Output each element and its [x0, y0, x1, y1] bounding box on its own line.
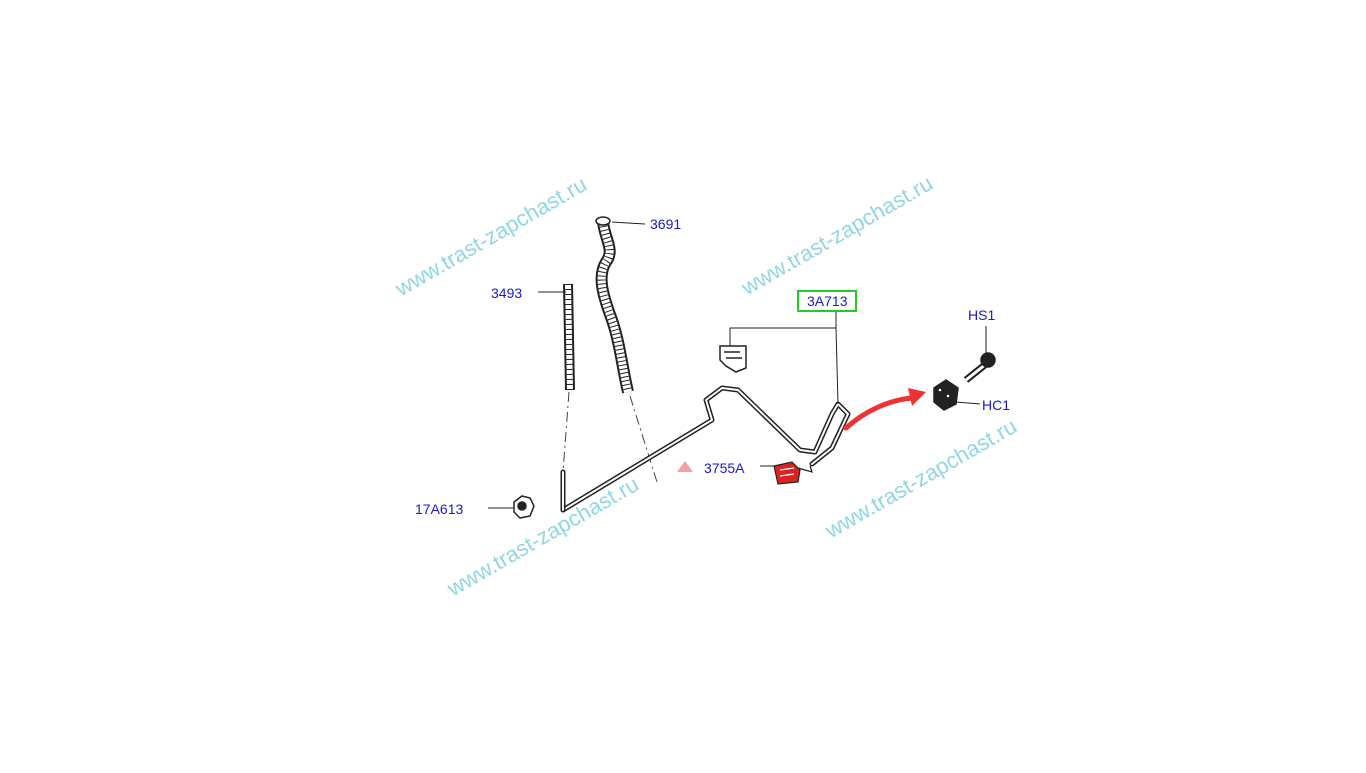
red-arrow-icon	[843, 388, 926, 431]
label-17A613[interactable]: 17A613	[415, 501, 464, 517]
label-3691[interactable]: 3691	[650, 216, 682, 232]
warning-triangle-icon	[677, 461, 693, 472]
tube-clip	[719, 345, 747, 373]
part-HS1-bolt	[963, 352, 996, 383]
leader-lines	[488, 221, 987, 509]
label-3755A[interactable]: 3755A	[704, 460, 745, 476]
part-3493-hose	[563, 283, 575, 391]
part-3A713-tube	[560, 385, 851, 513]
label-3A713[interactable]: 3A713	[797, 290, 858, 312]
part-3691-hose	[595, 216, 634, 394]
part-17A613-clip	[513, 495, 535, 519]
label-HC1[interactable]: HC1	[982, 397, 1011, 413]
label-HS1[interactable]: HS1	[968, 307, 996, 323]
part-3755A-bracket	[773, 461, 813, 485]
label-3493[interactable]: 3493	[491, 285, 523, 301]
leader-3A713	[729, 312, 839, 405]
alignment-lines	[562, 391, 658, 483]
part-HC1-clip	[933, 379, 959, 411]
